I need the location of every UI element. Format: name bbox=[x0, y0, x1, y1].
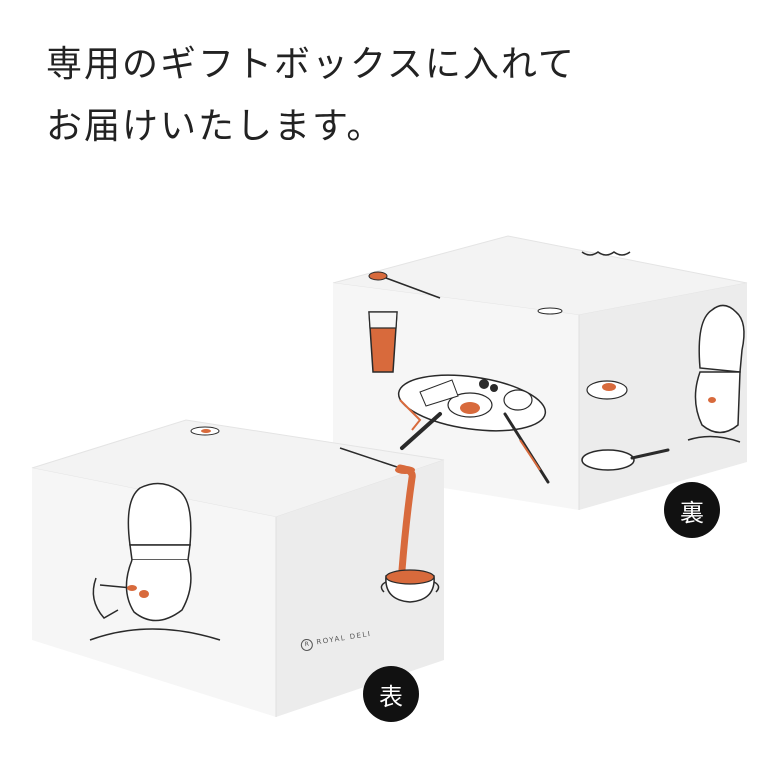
spoon-top-icon bbox=[368, 271, 441, 299]
plate-with-food-icon bbox=[397, 374, 550, 484]
chef-tasting-icon bbox=[89, 482, 221, 641]
front-box bbox=[31, 419, 445, 717]
wave-mark-icon bbox=[581, 251, 631, 256]
sauce-pot-icon bbox=[380, 569, 440, 603]
juice-glass-icon bbox=[368, 311, 398, 373]
fried-egg-icon bbox=[586, 380, 628, 400]
headline-line-2: お届けいたします。 bbox=[46, 106, 385, 147]
headline: 専用のギフトボックスに入れて お届けいたします。 bbox=[46, 34, 576, 158]
chef-portrait-back-icon bbox=[687, 304, 745, 443]
back-box bbox=[332, 235, 748, 510]
brand-logo-mark: R bbox=[300, 638, 314, 652]
spoon-top-front-icon bbox=[190, 426, 220, 436]
front-label-badge: 表 bbox=[363, 666, 419, 722]
front-box-right-face bbox=[276, 460, 444, 717]
spoon-edge-icon bbox=[537, 307, 563, 315]
headline-line-1: 専用のギフトボックスに入れて bbox=[46, 44, 576, 85]
sauce-pour-icon bbox=[339, 447, 416, 574]
back-label-badge: 裏 bbox=[664, 482, 720, 538]
frying-pan-icon bbox=[581, 448, 670, 471]
